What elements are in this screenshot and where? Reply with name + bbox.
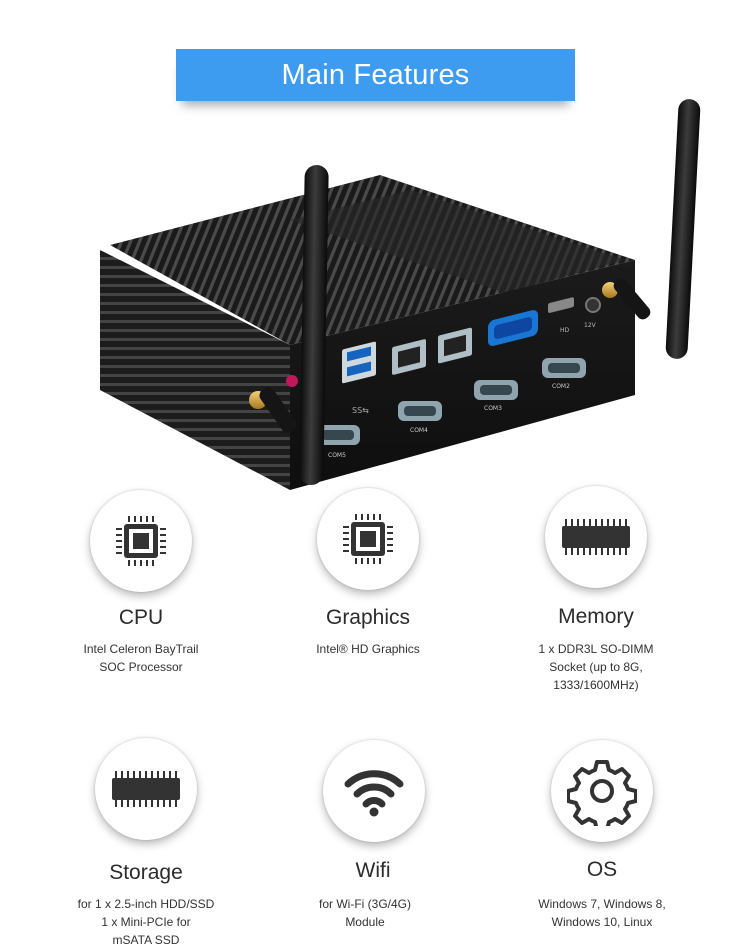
cpu-desc-line: SOC Processor [99, 660, 183, 674]
usb-label: SS⇆ [352, 406, 369, 415]
memory-icon-circle [545, 486, 647, 588]
graphics-desc-line: Intel® HD Graphics [316, 642, 420, 656]
cpu-desc-line: Intel Celeron BayTrail [83, 642, 199, 656]
storage-title: Storage [109, 861, 183, 884]
wifi-icon-circle [323, 740, 425, 842]
wifi-desc: for Wi-Fi (3G/4G) Module [319, 895, 411, 931]
os-title: OS [586, 858, 618, 881]
cpu-chip-icon [116, 516, 166, 566]
storage-desc: for 1 x 2.5-inch HDD/SSD 1 x Mini-PCIe f… [78, 895, 215, 949]
memory-title: Memory [558, 605, 634, 628]
wifi-desc-line: for Wi-Fi (3G/4G) [319, 897, 411, 911]
mini-pc-product-image: SS⇆ HD 12V COM5 COM4 COM3 COM2 [100, 99, 701, 490]
cpu-desc: Intel Celeron BayTrail SOC Processor [84, 640, 199, 676]
wifi-title: Wifi [355, 859, 391, 882]
storage-desc-line: for 1 x 2.5-inch HDD/SSD [77, 897, 215, 911]
os-desc: Windows 7, Windows 8, Windows 10, Linux [538, 895, 665, 931]
main-features-banner: Main Features [176, 49, 575, 101]
com5-label: COM5 [328, 452, 346, 459]
memory-desc-line: Socket (up to 8G, [549, 660, 643, 674]
memory-desc-line: 1 x DDR3L SO-DIMM [538, 642, 654, 656]
graphics-icon-circle [317, 488, 419, 590]
os-desc-line: Windows 10, Linux [551, 915, 653, 929]
os-desc-line: Windows 7, Windows 8, [538, 897, 666, 911]
graphics-desc: Intel® HD Graphics [316, 640, 420, 658]
banner-title: Main Features [281, 58, 470, 91]
cpu-icon-circle [90, 490, 192, 592]
memory-desc: 1 x DDR3L SO-DIMM Socket (up to 8G, 1333… [539, 640, 654, 694]
storage-desc-line: mSATA SSD [112, 933, 180, 947]
graphics-title: Graphics [325, 606, 411, 629]
wifi-desc-line: Module [345, 915, 385, 929]
memory-desc-line: 1333/1600MHz) [553, 678, 639, 692]
storage-desc-line: 1 x Mini-PCIe for [101, 915, 191, 929]
gpu-chip-icon [343, 514, 393, 564]
ram-module-icon [562, 519, 630, 555]
os-icon-circle [551, 740, 653, 842]
com2-label: COM2 [552, 383, 570, 390]
cpu-title: CPU [118, 606, 164, 629]
com3-label: COM3 [484, 405, 502, 412]
hdmi-label: HD [560, 327, 570, 334]
storage-module-icon [112, 771, 180, 807]
gear-icon [567, 760, 637, 826]
wifi-icon [344, 770, 404, 817]
storage-icon-circle [95, 738, 197, 840]
dc-label: 12V [584, 322, 597, 329]
com4-label: COM4 [410, 427, 428, 434]
